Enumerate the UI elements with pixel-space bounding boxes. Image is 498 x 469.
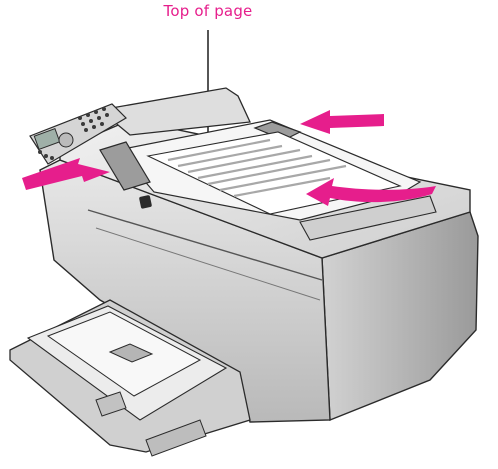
adf-output-slot	[299, 195, 437, 241]
control-panel	[29, 103, 127, 165]
arrow-right-guide	[300, 110, 384, 134]
arrow-left-guide	[22, 158, 110, 190]
curved-arrow-icon	[306, 178, 436, 206]
scanner-lid	[98, 87, 251, 136]
paper-output-slot	[87, 209, 323, 281]
arrow-icon	[300, 110, 384, 134]
paper-tray	[9, 299, 251, 457]
arrow-paper-feed	[306, 178, 436, 206]
hp-logo-icon	[139, 195, 152, 209]
callout-label: Top of page	[163, 2, 253, 20]
left-paper-guide	[99, 141, 151, 191]
arrow-icon	[22, 158, 110, 190]
